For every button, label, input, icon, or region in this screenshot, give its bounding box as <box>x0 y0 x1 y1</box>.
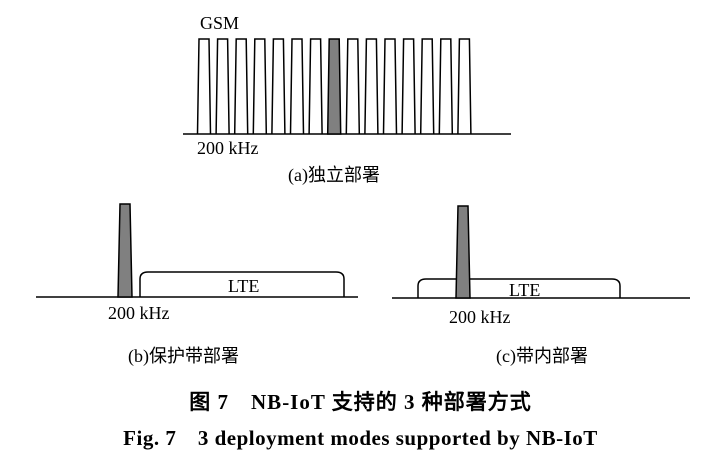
panel-a-spacing-label: 200 kHz <box>197 138 259 158</box>
panel-b-spacing-label: 200 kHz <box>108 303 170 323</box>
gsm-carrier <box>401 38 416 135</box>
gsm-carriers <box>196 38 472 135</box>
gsm-carrier <box>271 38 286 135</box>
gsm-carrier <box>364 38 379 135</box>
gsm-carrier <box>233 38 249 135</box>
gsm-carrier <box>382 38 398 135</box>
panel-b-lte-band <box>139 271 345 297</box>
gsm-carrier-nbiot <box>326 38 342 135</box>
panel-c-lte-label: LTE <box>509 280 540 300</box>
panel-a-gsm-label: GSM <box>200 13 239 33</box>
panel-c-lte-band <box>417 278 621 298</box>
panel-b-caption: (b)保护带部署 <box>128 346 239 367</box>
panel-c-caption: (c)带内部署 <box>496 346 588 367</box>
gsm-carrier <box>196 38 212 135</box>
panel-c-spacing-label: 200 kHz <box>449 307 511 327</box>
panel-b-nbiot-carrier <box>117 203 133 298</box>
panel-c-in-band: LTE 200 kHz (c)带内部署 <box>392 205 690 367</box>
gsm-carrier <box>289 38 305 135</box>
gsm-carrier <box>419 38 435 135</box>
figure-caption-english: Fig. 7 3 deployment modes supported by N… <box>123 426 598 450</box>
gsm-carrier <box>457 38 472 135</box>
panel-b-lte-label: LTE <box>228 276 259 296</box>
panel-a-standalone: GSM 200 kHz (a)独立部署 <box>183 13 511 186</box>
panel-c-nbiot-carrier <box>455 205 471 299</box>
gsm-carrier <box>345 38 361 135</box>
gsm-carrier <box>215 38 230 135</box>
gsm-carrier <box>438 38 454 135</box>
panel-a-caption: (a)独立部署 <box>288 165 380 186</box>
gsm-carrier <box>252 38 268 135</box>
figure-caption-chinese: 图 7 NB-IoT 支持的 3 种部署方式 <box>189 390 532 414</box>
gsm-carrier <box>308 38 323 135</box>
panel-b-guard-band: LTE 200 kHz (b)保护带部署 <box>36 203 358 367</box>
